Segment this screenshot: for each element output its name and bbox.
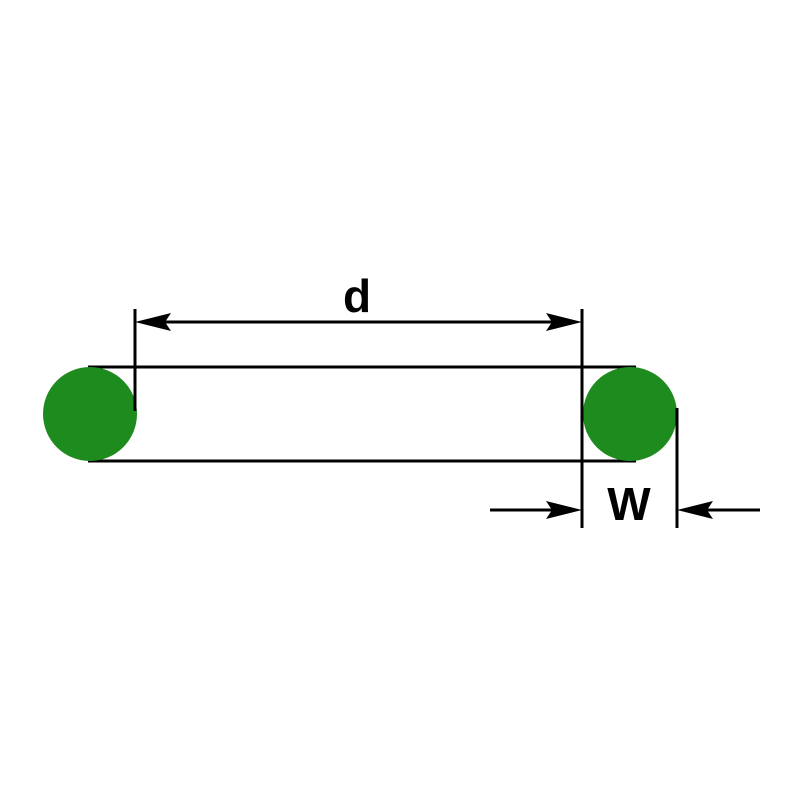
w-arrowhead-right-icon: [677, 501, 713, 519]
o-ring-cross-section-right: [583, 367, 677, 461]
o-ring-cross-section-left: [43, 367, 137, 461]
inner-diameter-dimension: d: [135, 270, 582, 331]
w-arrowhead-left-icon: [546, 501, 582, 519]
cross-section-width-dimension: W: [490, 478, 760, 530]
inner-diameter-label: d: [343, 270, 371, 322]
cross-section-width-label: W: [607, 478, 651, 530]
d-arrowhead-left-icon: [135, 313, 171, 331]
d-arrowhead-right-icon: [546, 313, 582, 331]
